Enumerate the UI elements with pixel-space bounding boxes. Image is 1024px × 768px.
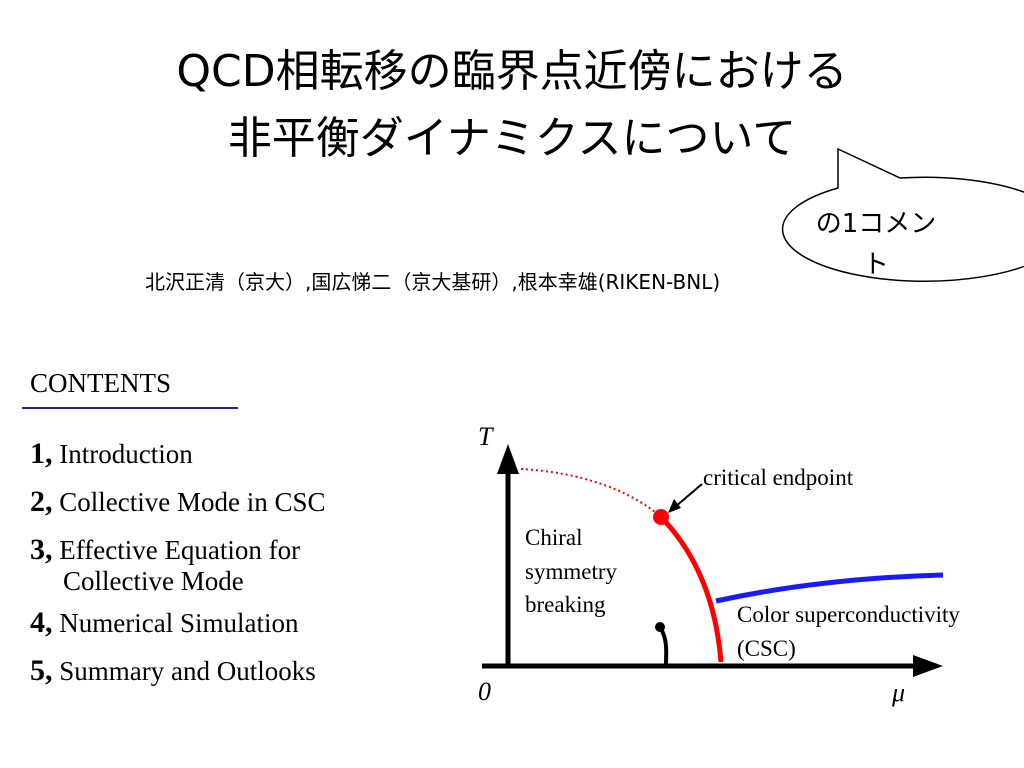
chiral-label-line3: breaking xyxy=(525,592,606,617)
contents-item-text: Summary and Outlooks xyxy=(59,656,316,686)
callout-text-line2: ト xyxy=(863,250,889,280)
crossover-line xyxy=(520,468,662,518)
contents-item: 1, Introduction xyxy=(30,430,326,478)
csc-label-line2: (CSC) xyxy=(737,636,796,661)
chiral-label-line2: symmetry xyxy=(525,559,617,584)
x-axis-arrowhead xyxy=(913,655,943,677)
callout-shape xyxy=(781,147,1024,282)
contents-item-text: Introduction xyxy=(59,439,193,469)
title-line-2: 非平衡ダイナミクスについて xyxy=(227,113,797,164)
x-axis-label: μ xyxy=(891,678,905,707)
csc-label-line1: Color superconductivity xyxy=(737,602,960,627)
critical-endpoint-pointer xyxy=(674,483,703,508)
critical-endpoint-pointer-head xyxy=(668,499,681,513)
contents-list: 1, Introduction 2, Collective Mode in CS… xyxy=(30,430,326,695)
title-line-1: QCD相転移の臨界点近傍における xyxy=(176,46,848,97)
contents-heading: CONTENTS xyxy=(30,368,171,398)
critical-endpoint-marker xyxy=(653,509,669,525)
contents-item-number: 5, xyxy=(30,654,53,687)
authors: 北沢正清（京大）,国広悌二（京大基研）,根本幸雄(RIKEN-BNL) xyxy=(145,270,721,294)
chiral-label-line1: Chiral xyxy=(525,525,583,550)
contents-item-text-continued: Collective Mode xyxy=(63,566,244,596)
contents-item: 2, Collective Mode in CSC xyxy=(30,478,326,526)
contents-item-number: 1, xyxy=(30,437,53,470)
contents-underline xyxy=(22,407,238,409)
contents-item: 5, Summary and Outlooks xyxy=(30,647,326,695)
origin-label: 0 xyxy=(478,677,491,706)
phase-diagram: T μ 0 critical endpoint Chiral symmetry … xyxy=(478,422,960,707)
contents-item-text: Collective Mode in CSC xyxy=(59,487,326,517)
small-transition-line xyxy=(658,625,669,665)
y-axis-arrowhead xyxy=(497,444,519,474)
chiral-transition-line xyxy=(659,515,724,663)
contents-item: 3, Effective Equation for Collective Mod… xyxy=(30,526,326,599)
small-transition-endpoint xyxy=(655,622,665,632)
csc-boundary-line xyxy=(715,572,944,604)
contents-item-number: 4, xyxy=(30,606,53,639)
contents-item-text: Effective Equation for xyxy=(59,535,301,565)
callout-text-line1: の1コメン xyxy=(816,209,937,239)
contents-item-number: 3, xyxy=(30,533,53,566)
critical-endpoint-label: critical endpoint xyxy=(703,465,854,490)
contents-item: 4, Numerical Simulation xyxy=(30,599,326,647)
callout-bubble: の1コメン ト xyxy=(781,147,1024,282)
contents-item-text: Numerical Simulation xyxy=(59,608,299,638)
y-axis-label: T xyxy=(478,422,494,451)
contents-item-number: 2, xyxy=(30,485,53,518)
